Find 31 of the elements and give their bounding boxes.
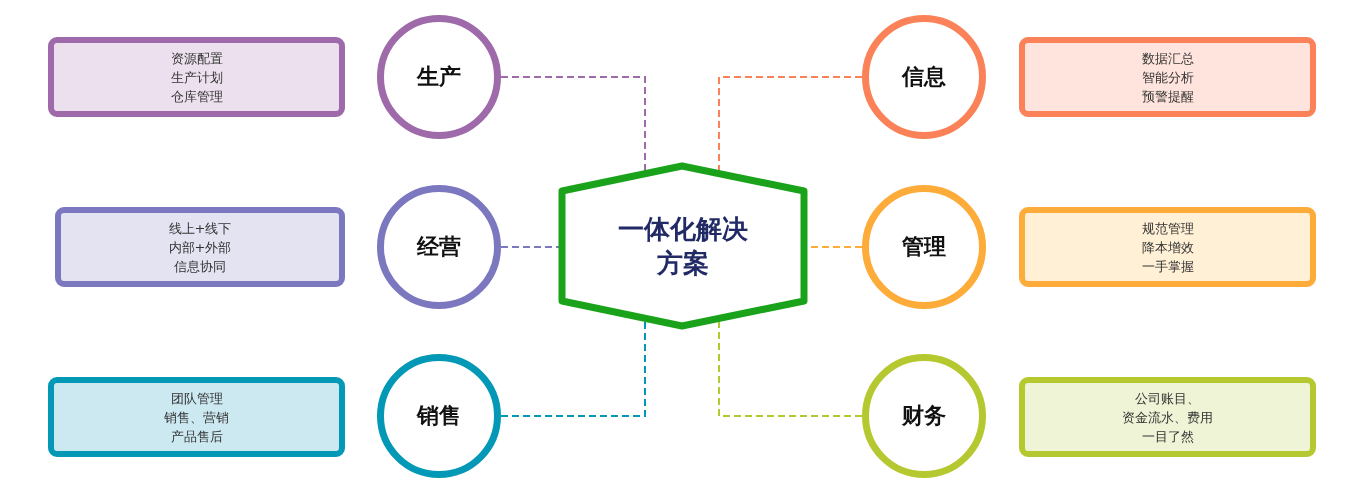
feature-text: 一手掌握 <box>1141 257 1194 276</box>
feature-card <box>1019 207 1316 287</box>
feature-text: 公司账目、 <box>1135 389 1200 408</box>
feature-text: 产品售后 <box>170 427 223 446</box>
category-label: 信息 <box>902 63 946 91</box>
feature-text: 资源配置 <box>170 49 223 68</box>
category-label: 经营 <box>417 233 461 261</box>
feature-text: 信息协同 <box>174 257 226 276</box>
category-label: 财务 <box>902 402 946 430</box>
feature-text: 一目了然 <box>1141 427 1194 446</box>
category-label: 销售 <box>417 402 461 430</box>
feature-text: 生产计划 <box>170 68 223 87</box>
feature-text: 降本增效 <box>1141 238 1194 257</box>
feature-card <box>55 207 345 287</box>
feature-text: 资金流水、费用 <box>1122 408 1213 427</box>
feature-text: 线上+线下 <box>168 219 232 238</box>
feature-text: 销售、营销 <box>164 408 229 427</box>
category-label: 管理 <box>902 233 946 261</box>
feature-text: 规范管理 <box>1141 219 1194 238</box>
feature-text: 预警提醒 <box>1141 87 1194 106</box>
feature-text: 团队管理 <box>170 389 223 408</box>
feature-card <box>48 37 345 117</box>
feature-text: 内部+外部 <box>168 238 232 257</box>
feature-text: 数据汇总 <box>1141 49 1194 68</box>
feature-card <box>48 377 345 457</box>
feature-card <box>1019 377 1316 457</box>
hub-title: 一体化解决方案 <box>618 213 748 280</box>
feature-card <box>1019 37 1316 117</box>
feature-text: 智能分析 <box>1141 68 1194 87</box>
feature-text: 仓库管理 <box>170 87 223 106</box>
category-label: 生产 <box>417 63 461 91</box>
